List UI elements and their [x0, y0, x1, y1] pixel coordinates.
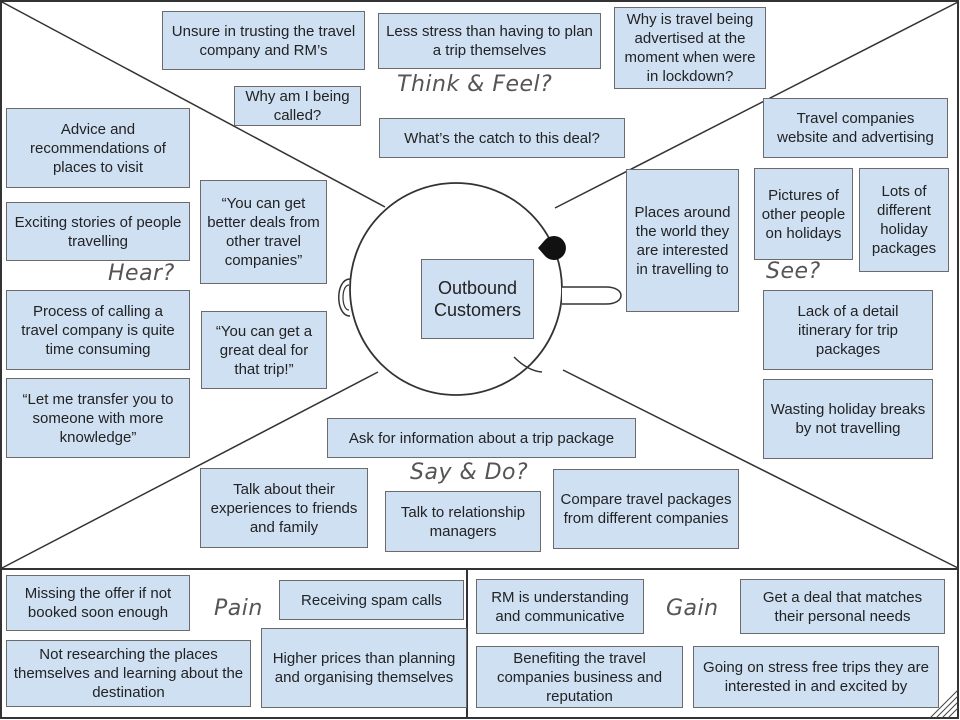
- note-text: Lack of a detail itinerary for trip pack…: [797, 302, 899, 358]
- gain-note: Going on stress free trips they are inte…: [693, 646, 939, 708]
- note-text: “Let me transfer you to someone with mor…: [22, 390, 174, 446]
- nose-shape: [562, 286, 622, 305]
- note-text: Why is travel being advertised at the mo…: [624, 11, 756, 85]
- heading-gain: Gain: [666, 596, 719, 621]
- heading-hear: Hear?: [108, 261, 175, 286]
- note-text: Receiving spam calls: [301, 591, 442, 609]
- note-text: Not researching the places themselves an…: [13, 646, 244, 701]
- note-text: Talk to relationship managers: [400, 503, 526, 540]
- hear-note: Advice and recommendations of places to …: [6, 108, 190, 188]
- divider-bottom-right: [562, 369, 959, 569]
- heading-pain: Pain: [214, 596, 263, 621]
- note-text: Benefiting the travel companies business…: [496, 649, 663, 705]
- note-text: Going on stress free trips they are inte…: [703, 659, 929, 695]
- note-text: “You can get better deals from other tra…: [207, 195, 320, 269]
- gain-note: Get a deal that matches their personal n…: [740, 579, 945, 634]
- divider-bottom-left: [1, 371, 379, 569]
- pain-note: Higher prices than planning and organisi…: [261, 628, 467, 708]
- note-text: Travel companies website and advertising: [777, 110, 934, 146]
- hear-note: Process of calling a travel company is q…: [6, 290, 190, 370]
- note-text: Get a deal that matches their personal n…: [762, 588, 923, 625]
- note-text: Less stress than having to plan a trip t…: [386, 23, 593, 59]
- note-text: Lots of different holiday packages: [871, 183, 937, 257]
- note-text: “You can get a great deal for that trip!…: [215, 322, 313, 378]
- hear-note: “You can get better deals from other tra…: [200, 180, 327, 284]
- note-text: Places around the world they are interes…: [634, 203, 731, 278]
- see-note: Places around the world they are interes…: [626, 169, 739, 312]
- pain-note: Missing the offer if not booked soon eno…: [6, 575, 190, 631]
- mouth-shape: [513, 356, 543, 373]
- heading-think-feel: Think & Feel?: [397, 72, 553, 97]
- note-text: Advice and recommendations of places to …: [30, 120, 166, 176]
- hear-note: Exciting stories of people travelling: [6, 202, 190, 261]
- say-do-note: Compare travel packages from different c…: [553, 469, 739, 549]
- note-text: Ask for information about a trip package: [348, 429, 615, 447]
- see-note: Wasting holiday breaks by not travelling: [763, 379, 933, 459]
- see-note: Lots of different holiday packages: [859, 168, 949, 272]
- note-text: Process of calling a travel company is q…: [21, 302, 175, 358]
- divider-top-left: [1, 1, 386, 208]
- think-feel-note: Why is travel being advertised at the mo…: [614, 7, 766, 89]
- pain-note: Receiving spam calls: [279, 580, 464, 620]
- say-do-note: Talk about their experiences to friends …: [200, 468, 368, 548]
- center-label: Outbound Customers: [421, 259, 534, 339]
- eye-shape: [538, 236, 566, 261]
- think-feel-note: Less stress than having to plan a trip t…: [378, 13, 601, 69]
- heading-say-do: Say & Do?: [410, 460, 529, 485]
- say-do-note: Ask for information about a trip package: [327, 418, 636, 458]
- note-text: Compare travel packages from different c…: [560, 491, 732, 527]
- ear-shape: [338, 278, 351, 317]
- see-note: Pictures of other people on holidays: [754, 168, 853, 260]
- divider-top-right: [554, 1, 959, 209]
- hear-note: “Let me transfer you to someone with mor…: [6, 378, 190, 458]
- say-do-note: Talk to relationship managers: [385, 491, 541, 552]
- see-note: Lack of a detail itinerary for trip pack…: [763, 290, 933, 370]
- ear-inner-shape: [342, 284, 350, 311]
- note-text: What’s the catch to this deal?: [404, 129, 600, 147]
- note-text: Pictures of other people on holidays: [761, 186, 846, 242]
- think-feel-note: Why am I being called?: [234, 86, 361, 126]
- heading-see: See?: [766, 259, 821, 284]
- see-note: Travel companies website and advertising: [763, 98, 948, 158]
- note-text: Higher prices than planning and organisi…: [272, 650, 456, 686]
- note-text: Missing the offer if not booked soon eno…: [24, 585, 172, 621]
- note-text: Wasting holiday breaks by not travelling: [770, 401, 926, 437]
- think-feel-note: Unsure in trusting the travel company an…: [162, 11, 365, 70]
- pain-note: Not researching the places themselves an…: [6, 640, 251, 707]
- note-text: Why am I being called?: [245, 88, 350, 124]
- hear-note: “You can get a great deal for that trip!…: [201, 311, 327, 389]
- gain-note: Benefiting the travel companies business…: [476, 646, 683, 708]
- note-text: Unsure in trusting the travel company an…: [171, 22, 356, 59]
- corner-hatch: [929, 689, 959, 719]
- think-feel-note: What’s the catch to this deal?: [379, 118, 625, 158]
- note-text: Talk about their experiences to friends …: [210, 480, 358, 536]
- gain-note: RM is understanding and communicative: [476, 579, 644, 634]
- note-text: Exciting stories of people travelling: [14, 213, 182, 250]
- note-text: RM is understanding and communicative: [491, 588, 629, 625]
